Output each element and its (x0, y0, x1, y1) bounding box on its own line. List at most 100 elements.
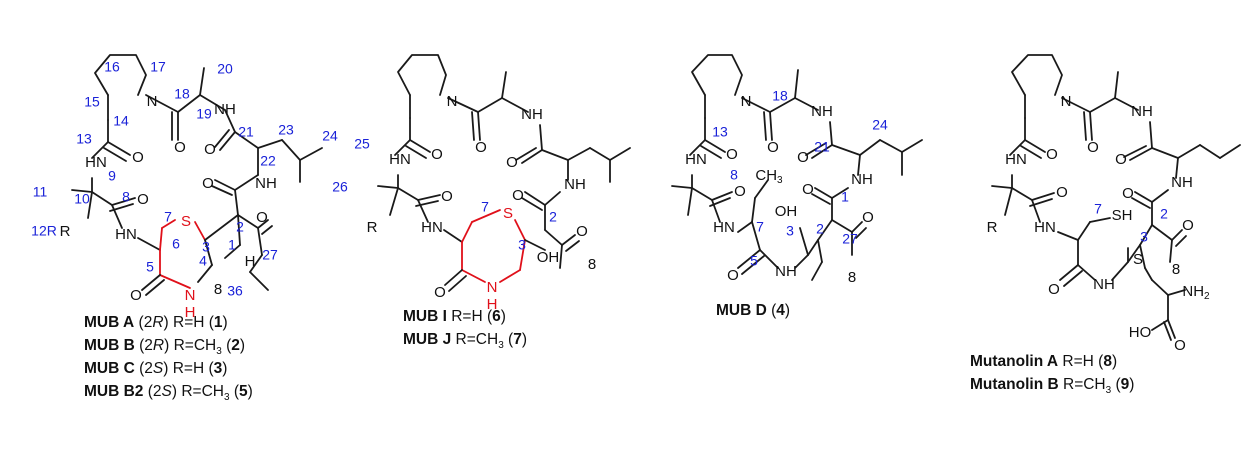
o-atom: O (1182, 217, 1194, 234)
locant-21: 21 (814, 139, 830, 155)
locant-12: 12R (31, 223, 57, 239)
o-atom: O (797, 149, 809, 166)
locant-3: 3 (1140, 229, 1148, 245)
locant-7: 7 (481, 199, 489, 215)
o-atom: O (506, 154, 518, 171)
o-atom: O (512, 187, 524, 204)
sh-atom: SH (1112, 207, 1133, 224)
s-atom: S (181, 213, 191, 230)
chain-repeat-8: 8 (214, 281, 222, 298)
o-atom: O (434, 284, 446, 301)
locant-7: 7 (1094, 201, 1102, 217)
locant-3: 3 (202, 239, 210, 255)
o-atom: O (1046, 146, 1058, 163)
locant-3: 3 (786, 223, 794, 239)
h-atom: H (185, 304, 196, 321)
nh-atom: NH (214, 101, 236, 118)
caption-mub-b2: MUB B2 (2S) R=CH3 (5) (84, 383, 253, 403)
locant-27: 27 (262, 247, 278, 263)
o-atom: O (1087, 139, 1099, 156)
locant-1: 1 (841, 189, 849, 205)
o-atom: O (726, 146, 738, 163)
o-atom: O (734, 183, 746, 200)
o-atom: O (1056, 184, 1068, 201)
caption-mub-b: MUB B (2R) R=CH3 (2) (84, 337, 245, 357)
locant-3: 3 (518, 237, 526, 253)
nh-atom: NH (255, 175, 277, 192)
locant-4: 4 (199, 253, 207, 269)
locant-10: 10 (74, 191, 90, 207)
locant-8: 8 (730, 167, 738, 183)
o-atom: O (576, 223, 588, 240)
locant-24: 24 (872, 117, 888, 133)
hn-atom: HN (115, 226, 137, 243)
locant-13: 13 (76, 131, 92, 147)
chain-repeat-8: 8 (1172, 261, 1180, 278)
nh-atom: NH (811, 103, 833, 120)
nh-atom: NH (1171, 174, 1193, 191)
caption-mub-c: MUB C (2S) R=H (3) (84, 360, 227, 377)
caption-mub-d: MUB D (4) (716, 302, 790, 319)
nh-atom: NH (775, 263, 797, 280)
o-atom: O (204, 141, 216, 158)
h-atom: H (487, 296, 498, 313)
o-atom: O (862, 209, 874, 226)
caption-mub-a: MUB A (2R) R=H (1) (84, 314, 228, 331)
locant-2: 2 (549, 209, 557, 225)
locant-20: 20 (217, 61, 233, 77)
o-atom: O (202, 175, 214, 192)
locant-25: 25 (354, 136, 370, 152)
caption-mub-i: MUB I R=H (6) (403, 308, 506, 325)
o-atom: O (1048, 281, 1060, 298)
s-atom: S (503, 205, 513, 222)
n-atom: N (447, 93, 458, 110)
locant-2: 2 (1160, 206, 1168, 222)
locant-11: 11 (33, 184, 48, 200)
o-atom: O (431, 146, 443, 163)
nh2-atom: NH2 (1182, 283, 1210, 302)
caption-mutanolin-a: Mutanolin A R=H (8) (970, 353, 1117, 370)
locant-2: 2 (816, 221, 824, 237)
o-atom: O (174, 139, 186, 156)
locant-23: 23 (278, 122, 294, 138)
locant-19: 19 (196, 106, 212, 122)
structure-mutanolin: N NH O O NH O O HN O O HN SH S O NH NH2 … (987, 54, 1241, 354)
oh-atom: OH (537, 249, 560, 266)
o-atom: O (1115, 151, 1127, 168)
locant-6: 6 (172, 236, 180, 252)
hn-atom: HN (1005, 151, 1027, 168)
n-atom: N (741, 93, 752, 110)
o-atom: O (137, 191, 149, 208)
locant-24: 24 (322, 128, 338, 144)
locant-27: 27 (842, 231, 858, 247)
chain-repeat-8: 8 (848, 269, 856, 286)
o-atom: O (130, 287, 142, 304)
hn-atom: HN (389, 151, 411, 168)
hn-atom: HN (1034, 219, 1056, 236)
o-atom: O (767, 139, 779, 156)
hn-atom: HN (685, 151, 707, 168)
locant-7: 7 (756, 219, 764, 235)
nh-atom: NH (564, 176, 586, 193)
locant-18: 18 (174, 86, 190, 102)
r-substituent: R (60, 223, 71, 240)
locant-13: 13 (712, 124, 728, 140)
o-atom: O (802, 181, 814, 198)
o-atom: O (256, 209, 268, 226)
locant-5: 5 (750, 253, 758, 269)
locant-17: 17 (150, 59, 166, 75)
nh-atom: NH (521, 106, 543, 123)
structure-mub-a: N NH O O NH O O H HN O O HN S O N H R 8 … (31, 54, 370, 321)
nh-atom: NH (1093, 276, 1115, 293)
locant-21: 21 (238, 124, 254, 140)
o-atom: O (475, 139, 487, 156)
nh-atom: NH (1131, 103, 1153, 120)
locant-7: 7 (164, 209, 172, 225)
locant-5: 5 (146, 259, 154, 275)
locant-2: 2 (236, 219, 244, 235)
n-atom: N (147, 93, 158, 110)
hn-atom: HN (85, 154, 107, 171)
locant-8: 8 (122, 189, 130, 205)
pyrrolidine-ring (94, 54, 147, 96)
